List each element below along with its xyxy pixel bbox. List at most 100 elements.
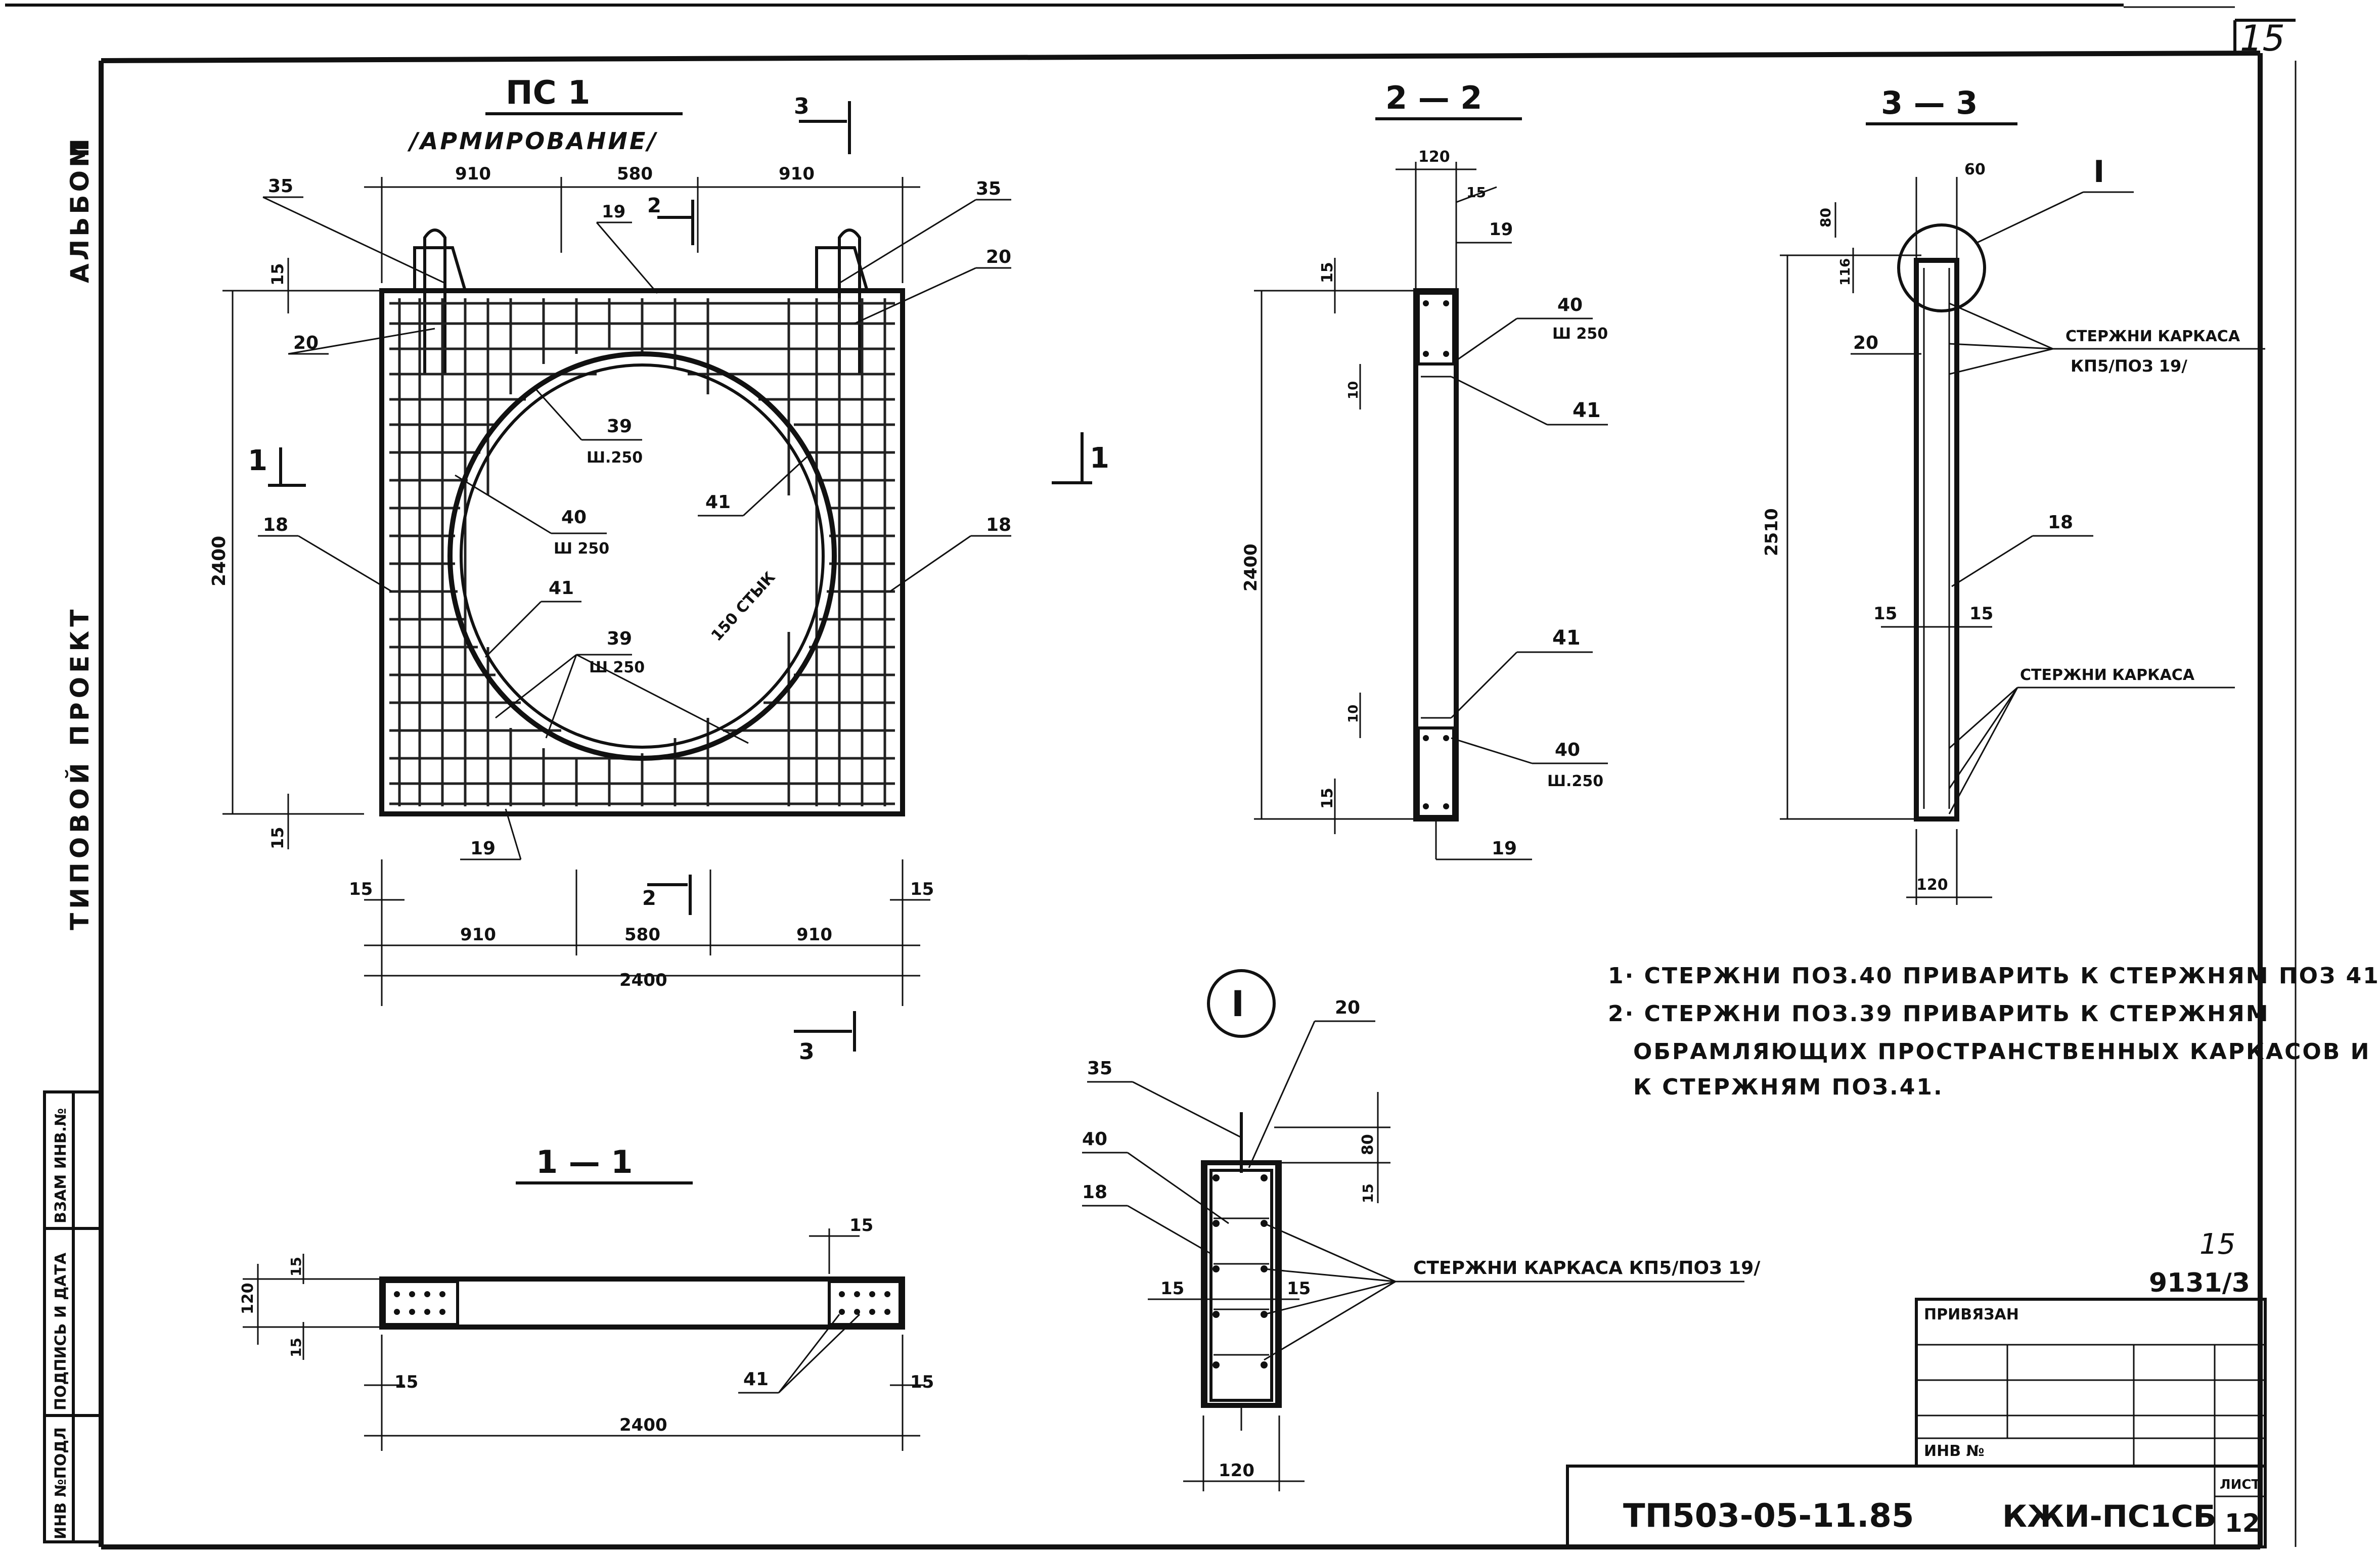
section-2-2-title: 2 — 2: [1385, 79, 1482, 116]
label-p39-low-step: Ш 250: [589, 659, 645, 676]
label-p20-right: 20: [986, 247, 1011, 267]
section-3-3-title: 3 — 3: [1881, 84, 1978, 121]
note-2-cont-b: К СТЕРЖНЯМ ПОЗ.41.: [1633, 1074, 1944, 1100]
note-1: 1· СТЕРЖНИ ПОЗ.40 ПРИВАРИТЬ К СТЕРЖНЯМ П…: [1608, 963, 2380, 989]
s33-label-frame-bars-sub: КП5/ПОЗ 19/: [2071, 356, 2187, 376]
main-view-title: ПС 1: [506, 74, 590, 112]
title-block: 15 9131/3 ПРИВЯЗАН ИНВ № ТП503-05-11.85 …: [1566, 1228, 2267, 1548]
nodeI-label-p18: 18: [1082, 1182, 1107, 1203]
nodeI-dim-width: 120: [1219, 1460, 1254, 1481]
s11-dim-length: 2400: [619, 1415, 667, 1435]
opening-outer-ring: [447, 351, 837, 761]
s22-dim-gap-top: 10: [1346, 381, 1361, 399]
panel-outline: [379, 288, 905, 816]
nodeI-dim-15-right: 15: [1287, 1279, 1311, 1299]
reinforcement-grid: [389, 298, 895, 806]
nodeI-label-p35: 35: [1087, 1058, 1112, 1079]
dim-bottom-a: 910: [460, 925, 496, 945]
s11-dim-15-right: 15: [910, 1372, 934, 1392]
node-I-title: I: [1231, 983, 1244, 1025]
stamp-col-signature: ПОДПИСЬ И ДАТА: [52, 1252, 70, 1410]
title-sheet-num: 12: [2225, 1509, 2260, 1538]
node-I-marker-circle: [1897, 223, 1986, 312]
s33-node-label: I: [2093, 154, 2104, 190]
label-p41-low: 41: [549, 578, 574, 599]
dim-bottom-c: 910: [796, 925, 832, 945]
dim-edge-top: 15: [268, 263, 287, 286]
stamp-col-inv-replace: ВЗАМ ИНВ.№: [52, 1108, 70, 1223]
s22-dim-cover-bottom: 15: [1319, 788, 1336, 809]
s11-dim-15-left: 15: [394, 1372, 418, 1392]
s22-dim-width: 120: [1418, 148, 1450, 166]
cut-1-right: 1: [1090, 442, 1109, 475]
nodeI-dim-15-left: 15: [1160, 1279, 1184, 1299]
label-p20-left: 20: [293, 333, 319, 353]
lifting-loop-left: [413, 246, 467, 291]
section-1-1-title: 1 — 1: [536, 1144, 633, 1180]
s22-label-p41-top: 41: [1573, 399, 1601, 422]
cut-3-top: 3: [794, 94, 810, 119]
dim-top-b: 580: [617, 164, 653, 184]
album-label: АЛЬБОМ: [65, 139, 95, 283]
s22-label-p19-top: 19: [1489, 219, 1513, 240]
s11-dim-120: 120: [239, 1283, 257, 1314]
s33-dim-top: 60: [1964, 161, 1986, 178]
nodeI-dim-15-v: 15: [1360, 1183, 1376, 1203]
s33-dim-116: 116: [1838, 258, 1853, 286]
s33-dim-15-left: 15: [1873, 604, 1897, 624]
cut-2-top: 2: [647, 194, 661, 217]
s11-dim-15-bottom: 15: [288, 1338, 304, 1357]
label-p39-top: 39: [607, 416, 632, 437]
cut-2-bottom: 2: [642, 887, 656, 910]
project-type-label: ТИПОВОЙ ПРОЕКТ: [65, 606, 95, 930]
s22-dim-cover-top: 15: [1319, 262, 1336, 283]
label-p18-right: 18: [986, 515, 1011, 535]
drawing-sheet: 15 АЛЬБОМ III ТИПОВОЙ ПРОЕКТ ВЗАМ ИНВ.№ …: [5, 4, 2297, 1549]
label-p35-right: 35: [976, 178, 1001, 199]
s11-label-p41: 41: [743, 1369, 769, 1390]
s33-label-frame-bars: СТЕРЖНИ КАРКАСА: [2065, 328, 2240, 345]
note-2-cont-a: ОБРАМЛЯЮЩИХ ПРОСТРАНСТВЕННЫХ КАРКАСОВ И: [1633, 1039, 2371, 1065]
section-1-1: 1 — 1 120 15 15 15 15 15 2400 41: [239, 1144, 934, 1451]
s22-label-p40-bottom-step: Ш.250: [1547, 772, 1603, 790]
s33-dim-15-right: 15: [1969, 604, 1993, 624]
main-view: ПС 1 /АРМИРОВАНИЕ/: [209, 74, 1109, 1065]
s33-dim-80: 80: [1817, 208, 1834, 227]
s22-dim-height: 2400: [1241, 543, 1261, 591]
dim-overall: 2400: [619, 970, 667, 990]
main-view-subtitle: /АРМИРОВАНИЕ/: [407, 127, 658, 155]
cut-3-bottom: 3: [799, 1039, 815, 1065]
album-number: III: [65, 139, 95, 167]
dim-height: 2400: [209, 536, 230, 586]
s33-dim-width: 120: [1916, 876, 1948, 894]
note-2: 2· СТЕРЖНИ ПОЗ.39 ПРИВАРИТЬ К СТЕРЖНЯМ: [1608, 1001, 2270, 1027]
s33-label-p18: 18: [2048, 512, 2073, 533]
opening-inner-ring: [460, 363, 825, 749]
label-p41-center: 41: [705, 492, 731, 513]
dim-top-c: 910: [779, 164, 815, 184]
dim-edge-right: 15: [910, 879, 934, 899]
label-p19-bottom: 19: [470, 838, 496, 859]
nodeI-label-p20: 20: [1335, 997, 1360, 1018]
s22-label-p40-top-step: Ш 250: [1552, 325, 1608, 343]
side-stamp: АЛЬБОМ III ТИПОВОЙ ПРОЕКТ ВЗАМ ИНВ.№ ПОД…: [43, 139, 103, 1543]
dim-edge-bottom: 15: [268, 827, 287, 849]
section-2-2: 2 — 2 120 15 19 2400 15 10 10 15 40 Ш: [1241, 79, 1608, 860]
s22-label-p40-top: 40: [1557, 295, 1583, 315]
sheet-number: 15: [2240, 18, 2285, 59]
label-p40: 40: [561, 507, 587, 528]
title-drawing-code: КЖИ-ПС1СБ: [2002, 1499, 2216, 1534]
title-page-ref: 15: [2199, 1228, 2235, 1261]
s22-label-p19-bottom: 19: [1492, 838, 1517, 859]
s22-label-p40-bottom: 40: [1555, 740, 1580, 760]
s22-label-p41-bottom: 41: [1552, 626, 1581, 650]
label-p39-low: 39: [607, 628, 632, 649]
stamp-col-inv-orig: ИНВ №ПОДЛ: [52, 1427, 70, 1539]
label-p39-top-step: Ш.250: [587, 449, 643, 467]
title-code: 9131/3: [2149, 1268, 2250, 1298]
nodeI-label-frame-bars: СТЕРЖНИ КАРКАСА КП5/ПОЗ 19/: [1413, 1258, 1761, 1279]
s33-label-frame-bars-2: СТЕРЖНИ КАРКАСА: [2020, 666, 2195, 684]
s22-dim-gap-bottom: 10: [1346, 705, 1361, 723]
label-p40-step: Ш 250: [554, 540, 609, 558]
dim-bottom-b: 580: [624, 925, 660, 945]
